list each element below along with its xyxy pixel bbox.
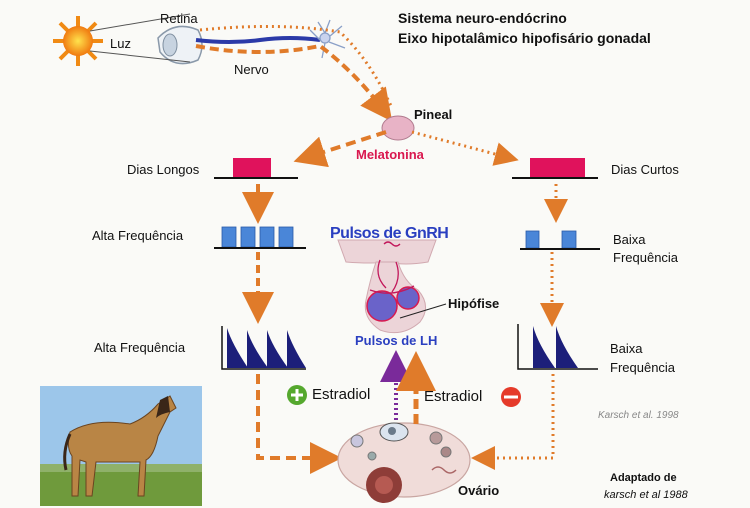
ovary-illustration bbox=[337, 422, 471, 503]
lh-high-frequency-peaks bbox=[227, 328, 306, 368]
label-luz: Luz bbox=[110, 36, 131, 51]
plus-icon bbox=[287, 385, 307, 405]
label-baixa-2b: Frequência bbox=[610, 360, 676, 375]
horse-photo bbox=[40, 386, 202, 506]
gnrh-high-frequency-pulses bbox=[221, 226, 294, 248]
label-pulsos-gnrh: Pulsos de GnRH bbox=[330, 225, 449, 242]
title-line-2: Eixo hipotalâmico hipofisário gonadal bbox=[398, 30, 651, 46]
label-baixa-2a: Baixa bbox=[610, 341, 643, 356]
sun-icon bbox=[53, 16, 103, 66]
label-dias-curtos: Dias Curtos bbox=[611, 162, 679, 177]
label-alta-frequencia-1: Alta Frequência bbox=[92, 228, 184, 243]
label-melatonina: Melatonina bbox=[356, 147, 424, 162]
pituitary-illustration bbox=[337, 239, 447, 334]
label-nervo: Nervo bbox=[234, 62, 269, 77]
label-retina: Retina bbox=[160, 11, 198, 26]
label-alta-frequencia-2: Alta Frequência bbox=[94, 340, 186, 355]
citation-karsch-1988: karsch et al 1988 bbox=[604, 489, 688, 501]
gnrh-low-frequency-pulses bbox=[525, 230, 577, 249]
label-estradiol-minus: Estradiol bbox=[424, 388, 483, 405]
label-pulsos-lh: Pulsos de LH bbox=[355, 333, 438, 348]
label-dias-longos: Dias Longos bbox=[127, 162, 200, 177]
pineal-gland bbox=[381, 115, 415, 141]
title-line-1: Sistema neuro-endócrino bbox=[398, 10, 567, 26]
melatonin-short-day-graph bbox=[512, 158, 598, 179]
neuron-icon bbox=[309, 19, 346, 59]
citation-adaptado: Adaptado de bbox=[610, 472, 677, 484]
label-hipofise: Hipófise bbox=[448, 296, 500, 311]
label-pineal: Pineal bbox=[414, 107, 453, 122]
eye-icon bbox=[157, 25, 203, 65]
label-estradiol-plus: Estradiol bbox=[312, 386, 371, 403]
label-ovario: Ovário bbox=[458, 483, 500, 498]
label-baixa-1a: Baixa bbox=[613, 232, 646, 247]
lh-low-frequency-peaks bbox=[533, 326, 578, 368]
label-baixa-1b: Frequência bbox=[613, 250, 679, 265]
melatonin-long-day-graph bbox=[214, 158, 298, 179]
citation-karsch-1998: Karsch et al. 1998 bbox=[598, 410, 679, 421]
minus-icon bbox=[501, 387, 521, 407]
